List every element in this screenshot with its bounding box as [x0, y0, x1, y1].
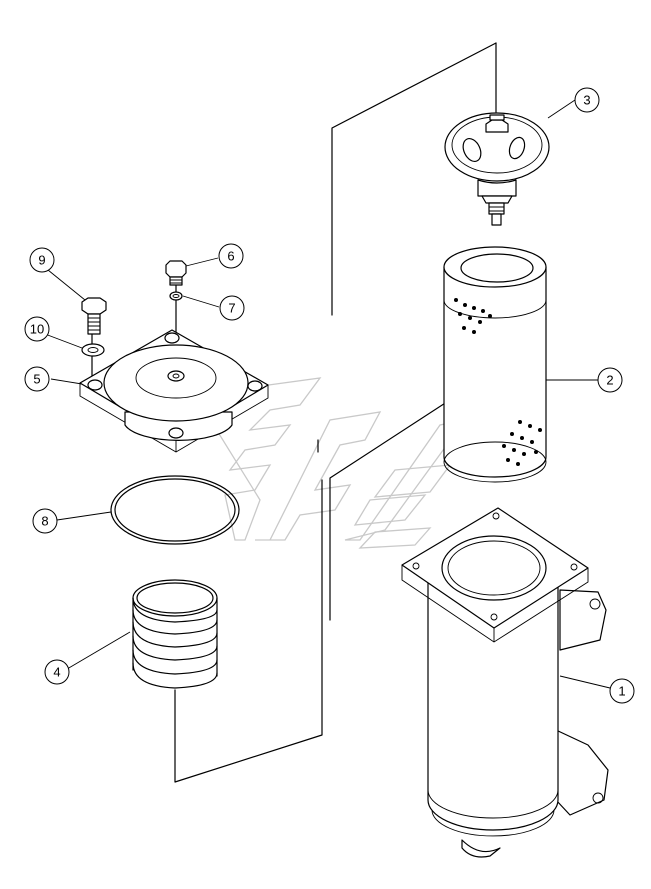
callout-4: 4 [44, 659, 70, 685]
callout-6: 6 [218, 243, 244, 269]
callout-3: 3 [574, 87, 600, 113]
callout-1: 1 [609, 678, 635, 704]
callout-2: 2 [597, 367, 623, 393]
svg-text:5: 5 [33, 372, 40, 387]
svg-text:3: 3 [583, 93, 590, 108]
part-4-spring [132, 579, 218, 689]
part-7-small-o-ring [169, 291, 183, 301]
svg-text:8: 8 [41, 514, 48, 529]
part-8-large-o-ring [110, 475, 240, 545]
svg-text:7: 7 [228, 301, 235, 316]
part-3-cap-assembly [444, 112, 550, 226]
callout-9: 9 [29, 247, 55, 273]
callout-5: 5 [24, 366, 50, 392]
svg-text:10: 10 [30, 322, 44, 337]
part-1-filter-housing [401, 507, 609, 858]
svg-text:9: 9 [38, 253, 45, 268]
svg-text:2: 2 [606, 373, 613, 388]
svg-text:4: 4 [53, 665, 60, 680]
part-5-cover-plate [79, 329, 269, 453]
callout-8: 8 [32, 508, 58, 534]
callout-10: 10 [24, 316, 50, 342]
filter-perforations [454, 298, 542, 466]
part-9-bolt [81, 297, 107, 335]
callout-7: 7 [219, 295, 245, 321]
svg-text:6: 6 [227, 249, 234, 264]
part-2-filter-element [443, 246, 547, 483]
svg-text:1: 1 [618, 684, 625, 699]
leader-lines [44, 99, 611, 689]
part-6-plug-bolt [165, 260, 187, 286]
part-10-washer [81, 343, 105, 357]
